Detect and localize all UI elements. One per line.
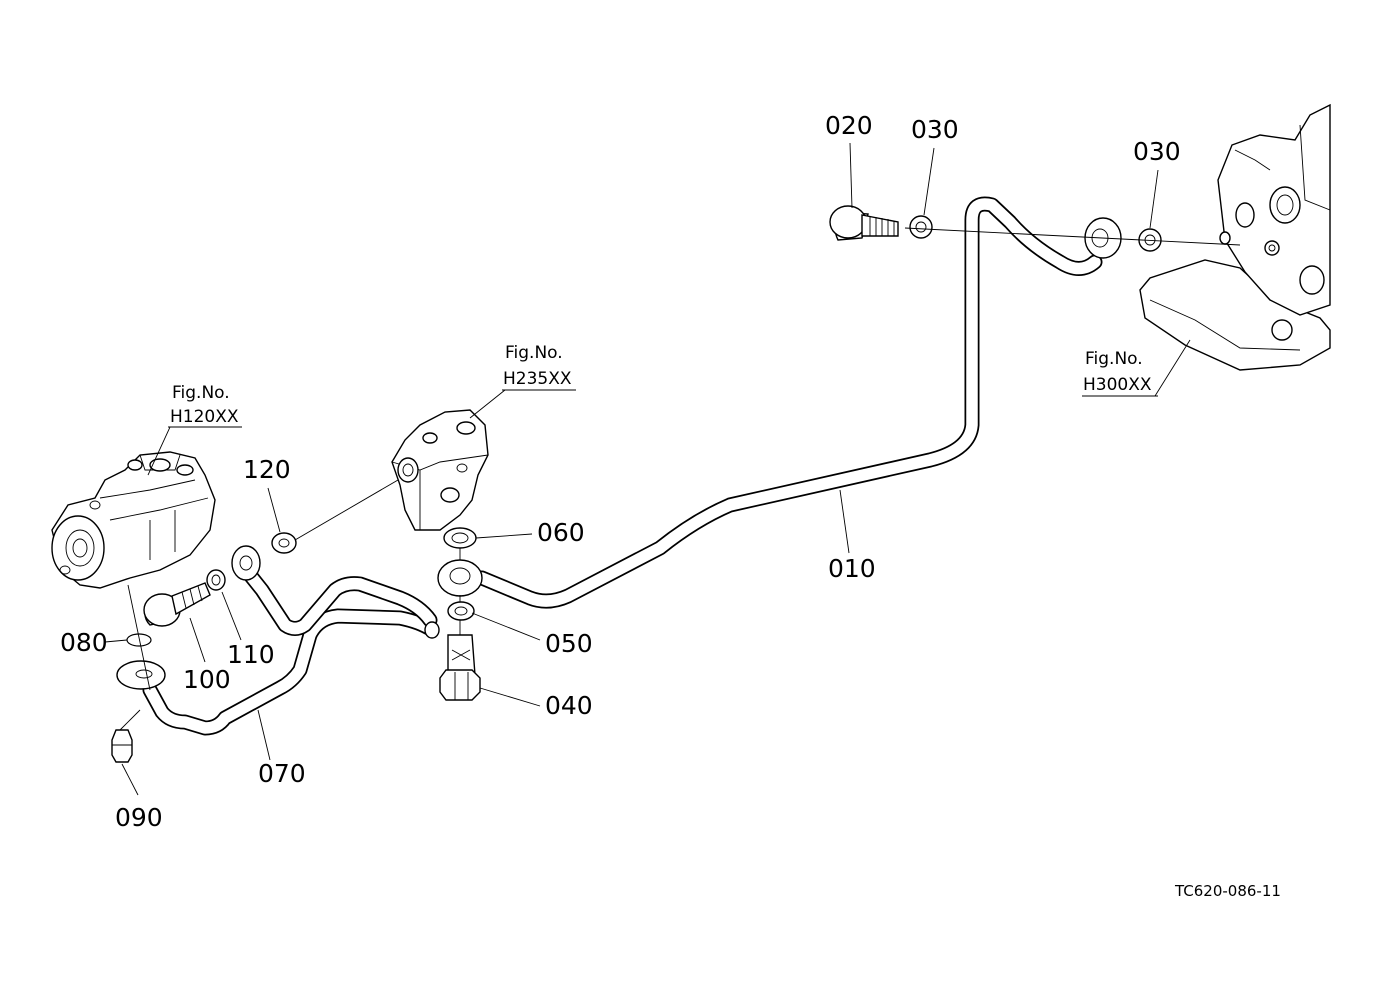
label-100: 100 — [183, 665, 231, 694]
washer-050 — [447, 601, 475, 621]
bolt-100 — [143, 582, 211, 627]
drawing-code: TC620-086-11 — [1174, 882, 1281, 900]
fig-code-text: H235XX — [503, 369, 572, 389]
bolt-020 — [829, 205, 899, 241]
washer-120 — [271, 532, 297, 554]
bolt-040 — [439, 634, 481, 701]
label-040: 040 — [545, 691, 593, 720]
label-030-right: 030 — [1133, 137, 1181, 166]
hydraulic-pump-illustration — [51, 451, 216, 589]
figure-ref-h120: Fig.No. H120XX — [170, 383, 239, 427]
fig-code-text: H300XX — [1083, 375, 1152, 395]
label-020: 020 — [825, 111, 873, 140]
label-120: 120 — [243, 455, 291, 484]
label-070: 070 — [258, 759, 306, 788]
fig-code-text: H120XX — [170, 407, 239, 427]
leader-lines — [104, 142, 1191, 796]
label-050: 050 — [545, 629, 593, 658]
valve-block-illustration — [391, 409, 489, 531]
pipe-070 — [116, 545, 440, 736]
label-030-left: 030 — [911, 115, 959, 144]
figure-ref-h235: Fig.No. H235XX — [503, 343, 572, 389]
fig-no-text: Fig.No. — [1085, 349, 1143, 369]
label-090: 090 — [115, 803, 163, 832]
label-080: 080 — [60, 628, 108, 657]
label-060: 060 — [537, 518, 585, 547]
washer-060 — [443, 527, 477, 549]
assembly-lines — [119, 227, 1241, 731]
washer-030-left — [909, 215, 933, 239]
housing-illustration — [1139, 103, 1331, 371]
label-110: 110 — [227, 640, 275, 669]
part-number-labels: 010 020 030 030 040 050 060 070 080 090 … — [60, 111, 1181, 832]
pipe-010 — [437, 196, 1122, 609]
figure-ref-h300: Fig.No. H300XX — [1083, 349, 1152, 395]
fig-no-text: Fig.No. — [172, 383, 230, 403]
fig-no-text: Fig.No. — [505, 343, 563, 363]
label-010: 010 — [828, 554, 876, 583]
fitting-090 — [111, 729, 133, 763]
washer-110 — [206, 569, 226, 591]
